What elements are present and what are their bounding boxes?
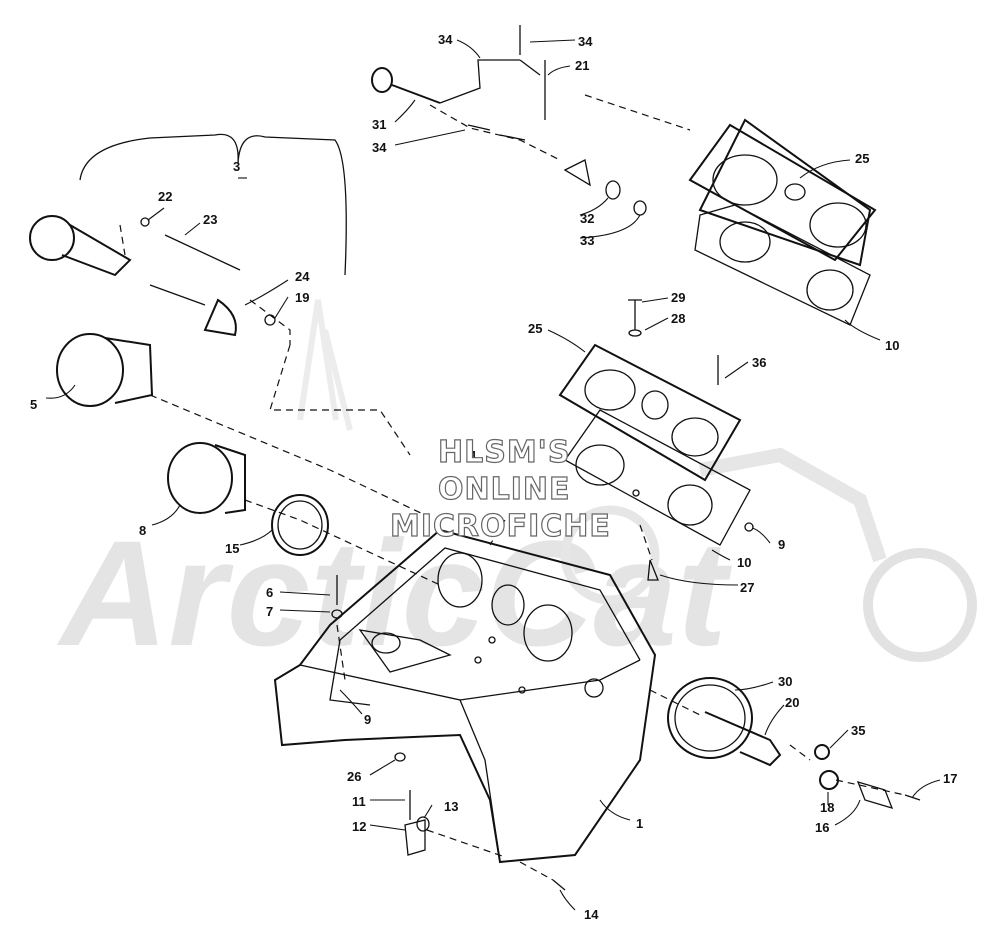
callouts: 1 3 4 5 6 7 8 9 9 10 10 11 12 13 14 15 1… [30, 32, 957, 922]
callout-21: 21 [575, 58, 589, 73]
callout-8: 8 [139, 523, 146, 538]
callout-26: 26 [347, 769, 361, 784]
fasteners [331, 575, 566, 891]
bulb-socket-icon [647, 559, 659, 581]
callout-14: 14 [584, 907, 599, 922]
callout-20: 20 [785, 695, 799, 710]
microfiche-watermark: HLSM'S ONLINE MICROFICHE [389, 434, 611, 544]
callout-9-right: 9 [778, 537, 785, 552]
callout-31: 31 [372, 117, 386, 132]
callout-19: 19 [295, 290, 309, 305]
explosion-lines [149, 94, 691, 681]
callout-24: 24 [295, 269, 310, 284]
upper-bezel-assembly [688, 118, 877, 326]
switch-ring-icon [667, 677, 753, 759]
callout-34-upper-right: 34 [578, 34, 593, 49]
callout-23: 23 [203, 212, 217, 227]
callout-15: 15 [225, 541, 239, 556]
callout-25-middle: 25 [528, 321, 542, 336]
watermark-line-1: HLSM'S [438, 435, 570, 470]
callout-6: 6 [266, 585, 273, 600]
watermark-line-3: MICROFICHE [390, 509, 611, 544]
callout-13: 13 [444, 799, 458, 814]
callout-5: 5 [30, 397, 37, 412]
callout-1: 1 [636, 816, 643, 831]
middle-bezel-assembly [558, 299, 754, 581]
callout-11: 11 [352, 794, 366, 809]
key-switch-assembly [649, 677, 921, 809]
watermark-wheel-icon-2 [560, 505, 660, 605]
callout-34-lower: 34 [372, 140, 387, 155]
callout-10-lower: 10 [737, 555, 751, 570]
callout-33: 33 [580, 233, 594, 248]
callout-3: 3 [233, 159, 240, 174]
callout-7: 7 [266, 604, 273, 619]
callout-29: 29 [671, 290, 685, 305]
callout-18: 18 [820, 800, 834, 815]
dash-console-housing [273, 528, 657, 864]
callout-34-upper-left: 34 [438, 32, 453, 47]
callout-28: 28 [671, 311, 685, 326]
callout-25-upper: 25 [855, 151, 869, 166]
callout-35: 35 [851, 723, 865, 738]
callout-10-upper: 10 [885, 338, 899, 353]
choke-assembly [371, 25, 647, 216]
gauge-8-icon [167, 442, 233, 514]
washer-icon [628, 329, 642, 337]
callout-4: 4 [469, 448, 477, 463]
callout-9-left: 9 [364, 712, 371, 727]
callout-27: 27 [740, 580, 754, 595]
gauge-icon [29, 215, 75, 261]
bezel-ring-icon [271, 494, 329, 556]
gauge-3-assembly [29, 133, 347, 345]
callout-30: 30 [778, 674, 792, 689]
leader-lines [45, 39, 941, 911]
choke-knob-icon [371, 67, 393, 93]
callout-12: 12 [352, 819, 366, 834]
watermark-line-2: ONLINE [438, 472, 571, 507]
knob-18-icon [819, 770, 839, 790]
callout-32: 32 [580, 211, 594, 226]
watermark-tower-icon [297, 299, 353, 431]
gauges [56, 333, 329, 556]
watermark-wheel-icon [863, 548, 977, 662]
nut-icon [744, 522, 754, 532]
gauge-5-icon [56, 333, 124, 407]
callout-22: 22 [158, 189, 172, 204]
callout-17: 17 [943, 771, 957, 786]
watermark-frame-icon [698, 447, 887, 563]
screw-icon-2 [628, 299, 642, 330]
callout-16: 16 [815, 820, 829, 835]
callout-36: 36 [752, 355, 766, 370]
nut-35-icon [814, 744, 830, 760]
